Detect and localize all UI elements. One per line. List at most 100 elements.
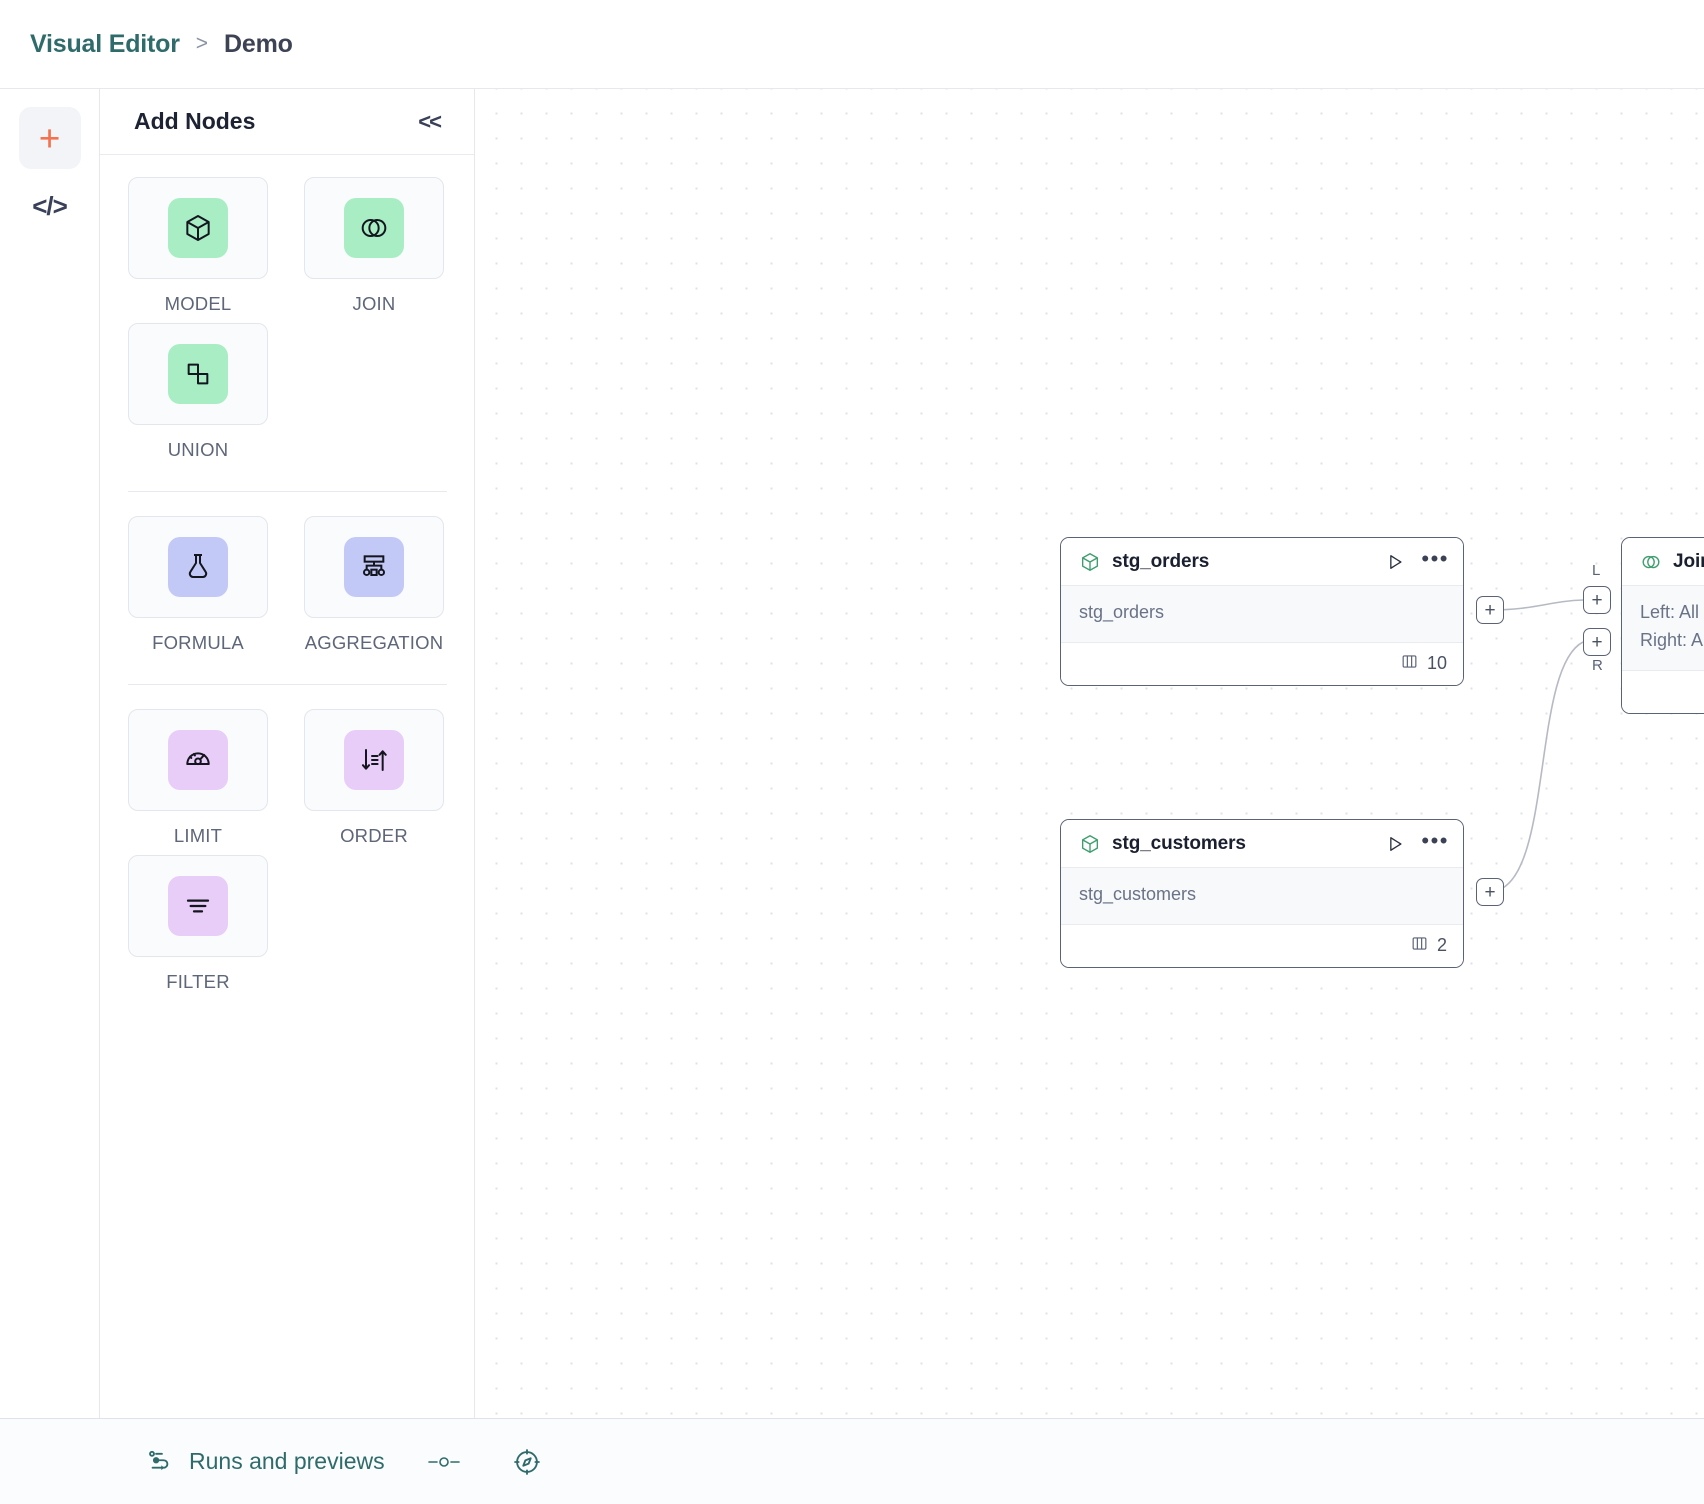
panel-divider — [127, 491, 447, 492]
input-handle-join-left[interactable]: + — [1583, 586, 1611, 614]
node-option-label: ORDER — [340, 825, 408, 846]
output-handle-stg-customers[interactable]: + — [1476, 878, 1504, 906]
plus-glyph: + — [1591, 589, 1603, 611]
node-body-row: Right: All columns — [1640, 629, 1704, 650]
add-nodes-panel: Add Nodes << — [100, 89, 475, 1418]
panel-title: Add Nodes — [134, 108, 256, 134]
flow-node-stg-orders[interactable]: stg_orders ••• stg_orders — [1060, 537, 1464, 686]
node-footer: 10 — [1061, 642, 1463, 685]
output-handle-stg-orders[interactable]: + — [1476, 596, 1504, 624]
run-node-icon[interactable] — [1385, 552, 1405, 572]
slider-icon[interactable] — [427, 1452, 461, 1472]
node-option-formula[interactable]: FORMULA — [128, 516, 268, 654]
edge-layer — [1489, 599, 1584, 893]
node-option-tile[interactable] — [304, 516, 444, 618]
cube-icon — [1079, 833, 1101, 855]
status-bar: Runs and previews — [0, 1418, 1704, 1504]
union-shapes-icon — [168, 344, 228, 404]
cube-icon — [168, 198, 228, 258]
node-title: Join 1 — [1673, 550, 1704, 572]
cube-icon — [1079, 551, 1101, 573]
rail-code-button[interactable]: </> — [19, 175, 81, 237]
join-right-input-label: R — [1592, 657, 1603, 674]
node-header: stg_customers ••• — [1061, 820, 1463, 868]
join-left-input-label: L — [1592, 562, 1601, 579]
plus-glyph: + — [1484, 599, 1496, 621]
filter-lines-icon — [168, 876, 228, 936]
sort-arrows-icon — [344, 730, 404, 790]
node-group-refine: LIMIT ORDER — [100, 709, 474, 1001]
column-count: 10 — [1426, 653, 1447, 674]
node-group-transforms: FORMULA AGGREGATIO — [100, 516, 474, 662]
node-option-tile[interactable] — [128, 855, 268, 957]
panel-header: Add Nodes << — [100, 89, 474, 155]
flow-canvas[interactable]: stg_orders ••• stg_orders — [475, 89, 1704, 1418]
panel-divider — [127, 684, 447, 685]
node-menu-icon[interactable]: ••• — [1421, 545, 1449, 571]
node-option-tile[interactable] — [304, 177, 444, 279]
node-option-limit[interactable]: LIMIT — [128, 709, 268, 847]
node-option-tile[interactable] — [128, 709, 268, 811]
venn-icon — [344, 198, 404, 258]
flask-icon — [168, 537, 228, 597]
node-option-tile[interactable] — [128, 516, 268, 618]
node-option-label: UNION — [167, 439, 229, 460]
flow-node-join-1[interactable]: Join 1 ••• Left: All columns Right: All … — [1621, 537, 1704, 714]
node-option-label: FORMULA — [152, 632, 244, 653]
runs-and-previews-label[interactable]: Runs and previews — [189, 1448, 385, 1474]
node-header: Join 1 ••• — [1622, 538, 1704, 586]
app-header: Visual Editor > Demo — [0, 0, 1704, 88]
node-option-aggregation[interactable]: AGGREGATION — [304, 516, 444, 654]
node-title: stg_orders — [1112, 550, 1210, 572]
input-handle-join-right[interactable]: + — [1583, 628, 1611, 656]
gauge-icon — [168, 730, 228, 790]
venn-icon — [1640, 551, 1662, 573]
node-option-label: FILTER — [166, 971, 230, 992]
edge-customers-to-join-right — [1489, 641, 1584, 893]
code-icon: </> — [32, 190, 68, 221]
node-body: Left: All columns Right: All columns — [1622, 586, 1704, 671]
node-option-order[interactable]: ORDER — [304, 709, 444, 847]
rail-add-button[interactable]: + — [18, 107, 81, 169]
node-group-sources: MODEL JOIN — [100, 177, 474, 469]
node-option-tile[interactable] — [128, 323, 268, 425]
breadcrumb-current: Demo — [224, 29, 293, 58]
flow-runs-icon — [145, 1448, 173, 1476]
node-footer: 12 — [1622, 670, 1704, 713]
node-body-row: Left: All columns — [1640, 602, 1704, 622]
node-body: stg_customers — [1061, 868, 1463, 925]
node-option-label: MODEL — [164, 293, 232, 314]
node-option-label: JOIN — [352, 293, 396, 314]
node-option-filter[interactable]: FILTER — [128, 855, 268, 993]
node-body-row: stg_customers — [1079, 884, 1197, 904]
compass-icon[interactable] — [513, 1448, 541, 1476]
columns-icon — [1400, 652, 1419, 676]
node-option-tile[interactable] — [304, 709, 444, 811]
hierarchy-icon — [344, 537, 404, 597]
plus-icon: + — [38, 117, 61, 159]
node-header: stg_orders ••• — [1061, 538, 1463, 586]
node-footer: 2 — [1061, 924, 1463, 967]
editor-body: + </> Add Nodes << — [0, 88, 1704, 1418]
icon-rail: + </> — [0, 89, 100, 1418]
plus-glyph: + — [1591, 631, 1603, 653]
node-option-tile[interactable] — [128, 177, 268, 279]
run-node-icon[interactable] — [1385, 834, 1405, 854]
columns-icon — [1410, 934, 1429, 958]
node-menu-icon[interactable]: ••• — [1421, 827, 1449, 853]
node-option-model[interactable]: MODEL — [128, 177, 268, 315]
node-option-join[interactable]: JOIN — [304, 177, 444, 315]
node-option-union[interactable]: UNION — [128, 323, 268, 461]
breadcrumb-root[interactable]: Visual Editor — [30, 29, 180, 58]
flow-node-stg-customers[interactable]: stg_customers ••• stg_customers — [1060, 819, 1464, 968]
panel-body: MODEL JOIN — [100, 155, 474, 1418]
column-count: 2 — [1436, 935, 1447, 956]
node-body-row: stg_orders — [1079, 602, 1165, 622]
plus-glyph: + — [1484, 881, 1496, 903]
node-option-label: LIMIT — [173, 825, 223, 846]
breadcrumb-separator: > — [195, 32, 209, 55]
collapse-panel-icon[interactable]: << — [418, 108, 442, 134]
node-title: stg_customers — [1112, 832, 1246, 854]
node-body: stg_orders — [1061, 586, 1463, 643]
